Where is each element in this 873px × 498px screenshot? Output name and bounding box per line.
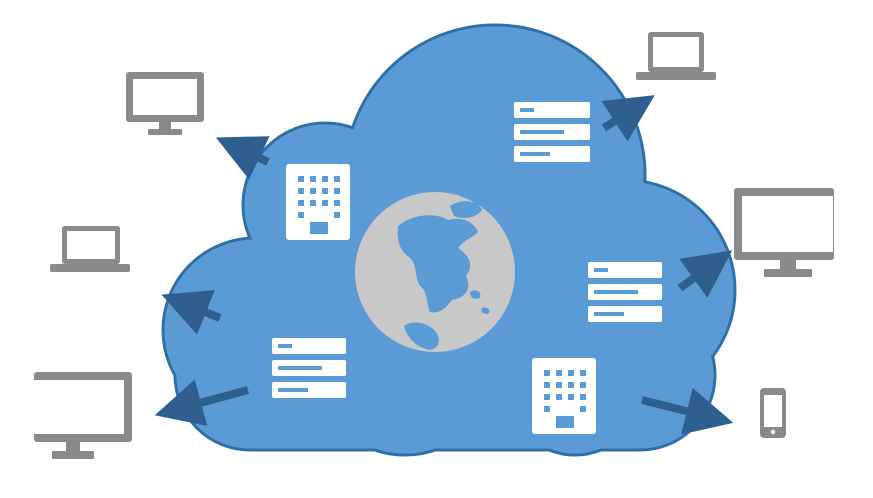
arrow-icon — [215, 136, 270, 180]
building-icon — [532, 358, 596, 434]
arrow-icon — [161, 290, 222, 335]
server-rack-icon — [514, 102, 590, 162]
arrow-icon — [601, 95, 655, 142]
continent-south-america — [404, 322, 439, 350]
globe-icon — [355, 192, 515, 352]
arrow-icon — [641, 387, 734, 435]
arrow-icon — [677, 250, 733, 298]
continent-islands — [470, 290, 490, 314]
arrow-icon — [154, 379, 250, 426]
laptop-icon — [636, 32, 716, 80]
smartphone-icon — [760, 388, 786, 438]
server-rack-icon — [272, 338, 346, 398]
desktop-monitor-icon — [34, 372, 132, 459]
laptop-icon — [50, 226, 130, 272]
desktop-monitor-icon — [126, 72, 204, 135]
continent-greenland — [450, 201, 482, 218]
desktop-monitor-icon — [734, 188, 834, 277]
building-icon — [286, 164, 350, 240]
server-rack-icon — [588, 262, 662, 322]
continent-north-america — [397, 215, 478, 313]
